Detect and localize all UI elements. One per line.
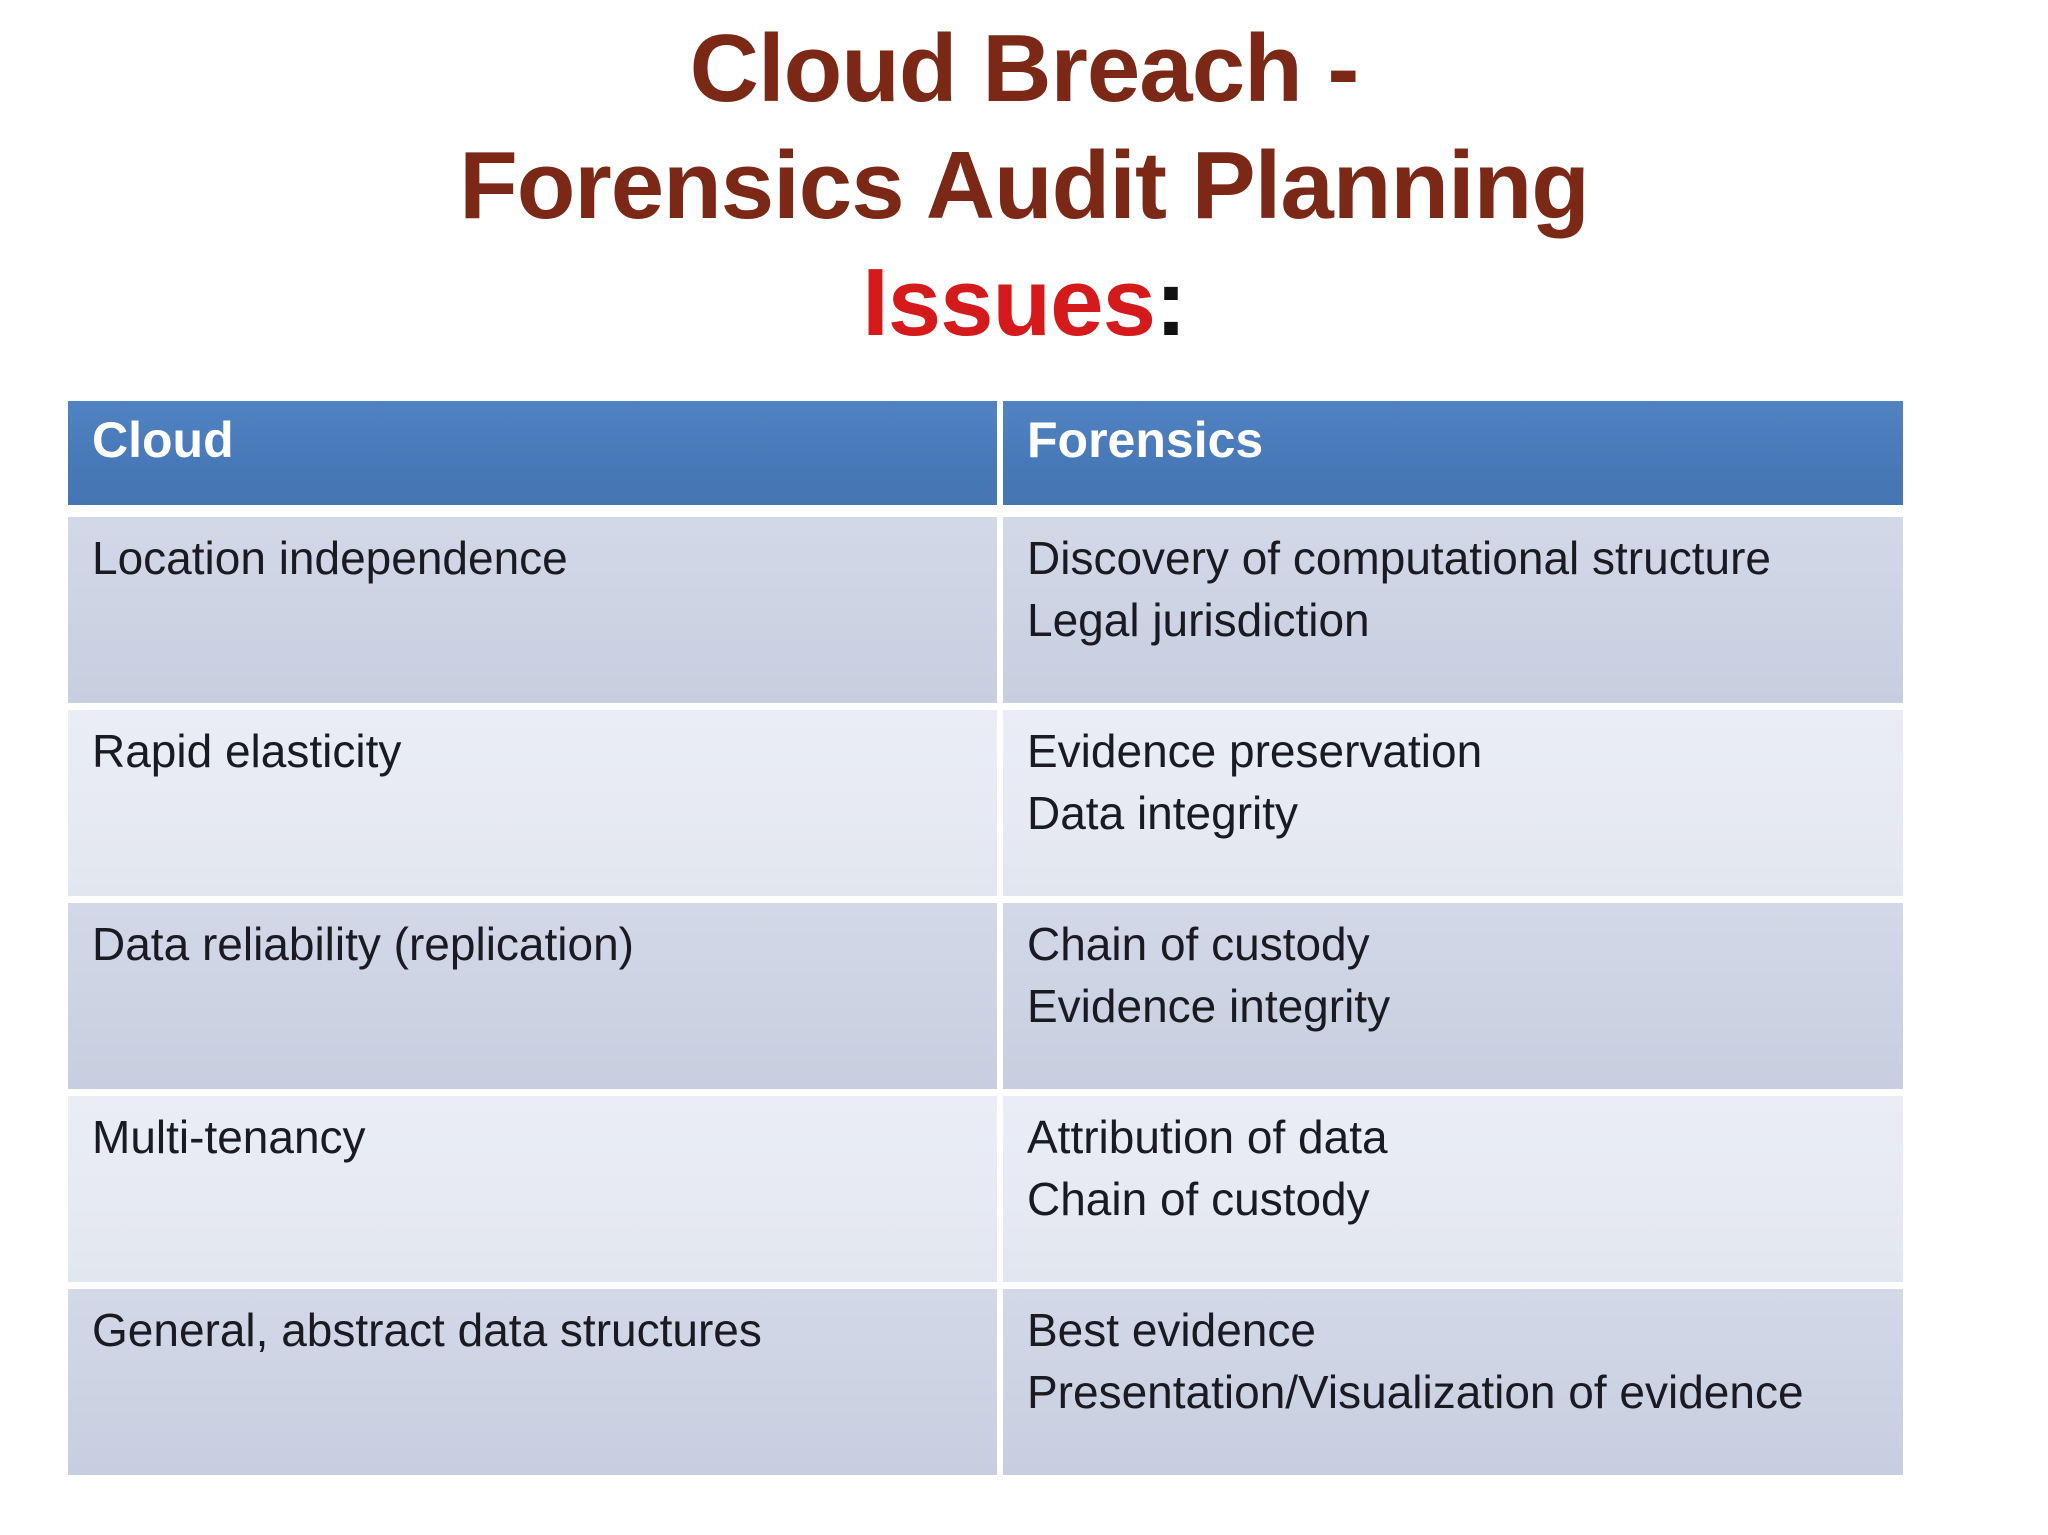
cell-text: Data integrity bbox=[1027, 787, 1299, 839]
cell-text: Discovery of computational structure bbox=[1027, 532, 1771, 584]
cell-text: Attribution of data bbox=[1027, 1111, 1388, 1163]
cell-text: Legal jurisdiction bbox=[1027, 594, 1370, 646]
cell-text: Location independence bbox=[92, 532, 568, 584]
cell-cloud: General, abstract data structures bbox=[68, 1289, 997, 1475]
cell-forensics: Evidence preservation Data integrity bbox=[1003, 710, 1903, 896]
cell-text: Best evidence bbox=[1027, 1304, 1316, 1356]
header-cell-cloud: Cloud bbox=[68, 401, 997, 505]
title-line-1: Cloud Breach - bbox=[689, 15, 1360, 122]
cell-cloud: Multi-tenancy bbox=[68, 1096, 997, 1282]
cell-cloud: Data reliability (replication) bbox=[68, 903, 997, 1089]
table-row: Rapid elasticity Evidence preservation D… bbox=[68, 710, 1903, 896]
title-line-3: Issues: bbox=[0, 244, 2048, 361]
cell-forensics: Chain of custody Evidence integrity bbox=[1003, 903, 1903, 1089]
title-line-2: Forensics Audit Planning bbox=[459, 132, 1590, 239]
cell-forensics: Best evidence Presentation/Visualization… bbox=[1003, 1289, 1903, 1475]
table-row: Multi-tenancy Attribution of data Chain … bbox=[68, 1096, 1903, 1282]
cell-text: Chain of custody bbox=[1027, 1173, 1370, 1225]
cloud-forensics-table: Cloud Forensics Location independence Di… bbox=[68, 401, 1903, 1475]
title-issues-word: Issues bbox=[862, 249, 1156, 356]
cell-text: Rapid elasticity bbox=[92, 725, 402, 777]
table-row: General, abstract data structures Best e… bbox=[68, 1289, 1903, 1475]
cell-text: Evidence preservation bbox=[1027, 725, 1483, 777]
cell-text: Chain of custody bbox=[1027, 918, 1370, 970]
cell-text: Evidence integrity bbox=[1027, 980, 1391, 1032]
cell-cloud: Rapid elasticity bbox=[68, 710, 997, 896]
cell-cloud: Location independence bbox=[68, 517, 997, 703]
cell-forensics: Attribution of data Chain of custody bbox=[1003, 1096, 1903, 1282]
slide-title: Cloud Breach - Forensics Audit Planning … bbox=[0, 10, 2048, 361]
header-cell-forensics: Forensics bbox=[1003, 401, 1903, 505]
cell-text: Presentation/Visualization of evidence bbox=[1027, 1366, 1804, 1418]
cell-text: Data reliability (replication) bbox=[92, 918, 634, 970]
table-header-row: Cloud Forensics bbox=[68, 401, 1903, 505]
table-row: Data reliability (replication) Chain of … bbox=[68, 903, 1903, 1089]
table-row: Location independence Discovery of compu… bbox=[68, 517, 1903, 703]
cell-text: Multi-tenancy bbox=[92, 1111, 366, 1163]
cell-text: General, abstract data structures bbox=[92, 1304, 762, 1356]
cell-forensics: Discovery of computational structure Leg… bbox=[1003, 517, 1903, 703]
title-colon: : bbox=[1154, 249, 1187, 356]
